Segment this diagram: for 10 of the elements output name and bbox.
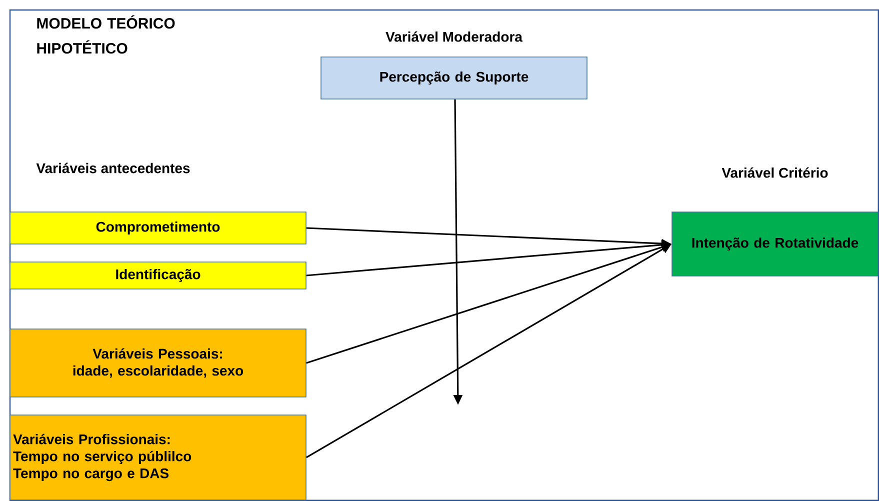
variable-box: Intenção de Rotatividade xyxy=(672,212,878,276)
variable-box: Variáveis Profissionais: Tempo no serviço públilco Tempo no cargo e DAS xyxy=(10,414,306,500)
variable-box: Identificação xyxy=(10,262,306,290)
box-heading: Variável Critério xyxy=(722,167,828,178)
box-heading: Variável Moderadora xyxy=(386,31,523,42)
section-heading: Variáveis antecedentes xyxy=(36,162,190,174)
variable-box: Percepção de Suporte xyxy=(320,56,588,100)
variable-box: Variáveis Pessoais: idade, escolaridade, sexo xyxy=(10,328,306,398)
title: MODELO TEÓRICO HIPOTÉTICO xyxy=(37,15,175,54)
variable-box: Comprometimento xyxy=(10,212,306,244)
